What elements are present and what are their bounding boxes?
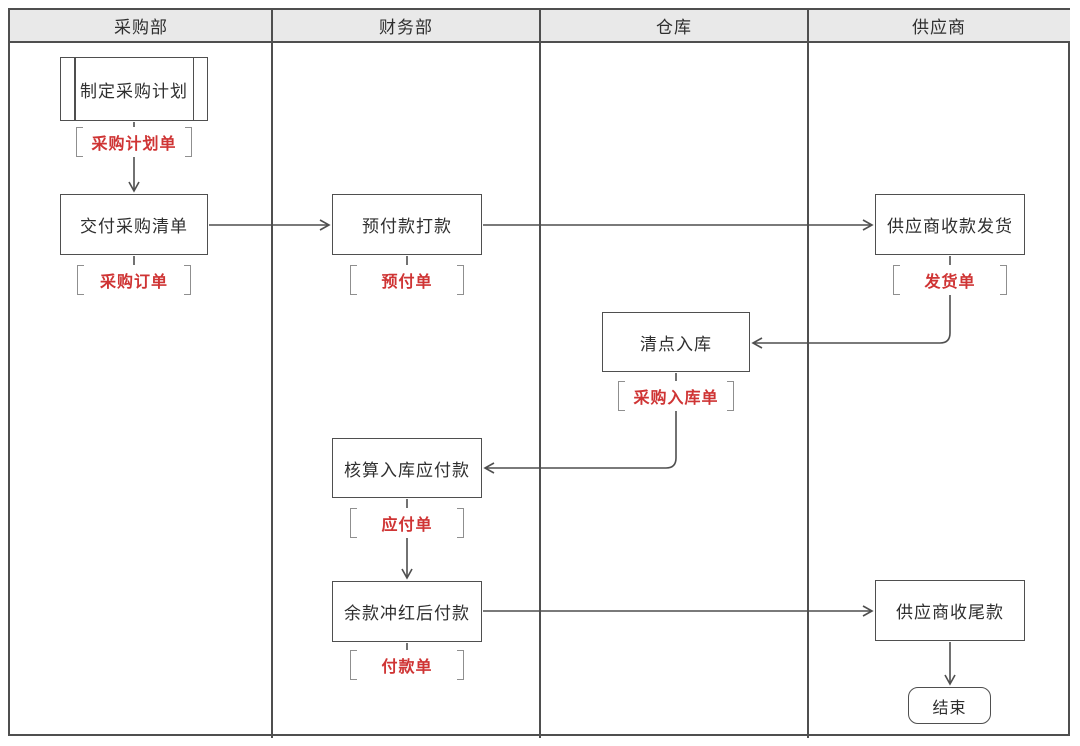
node-prepay-label: 预付款打款 — [362, 217, 452, 236]
bracket-left-icon — [350, 508, 357, 538]
node-end-label: 结束 — [932, 699, 967, 717]
node-make-plan: 制定采购计划 — [60, 57, 208, 121]
node-deliver-list: 交付采购清单 — [60, 194, 208, 255]
doc-label-order: 采购订单 — [77, 265, 191, 295]
node-supplier-ship: 供应商收款发货 — [875, 194, 1025, 255]
doc-label-prepay-text: 预付单 — [381, 274, 433, 291]
node-calc-payable: 核算入库应付款 — [332, 438, 482, 498]
bracket-left-icon — [618, 381, 625, 411]
node-calc-payable-label: 核算入库应付款 — [344, 460, 470, 480]
bracket-right-icon — [457, 650, 464, 680]
bracket-right-icon — [727, 381, 734, 411]
bracket-right-icon — [184, 265, 191, 295]
lane-header-supplier: 供应商 — [912, 18, 966, 37]
node-final-payment-label: 余款冲红后付款 — [344, 604, 470, 623]
doc-label-plan: 采购计划单 — [76, 127, 192, 157]
doc-label-inbound: 采购入库单 — [618, 381, 734, 411]
predefined-bar-left — [74, 58, 76, 120]
doc-label-ship: 发货单 — [893, 265, 1007, 295]
bracket-left-icon — [77, 265, 84, 295]
bracket-right-icon — [457, 265, 464, 295]
node-end: 结束 — [908, 687, 991, 724]
lane-divider-2 — [539, 8, 541, 738]
bracket-right-icon — [457, 508, 464, 538]
predefined-bar-right — [192, 58, 194, 120]
lane-divider-1 — [271, 8, 273, 738]
doc-label-payment: 付款单 — [350, 650, 464, 680]
lane-header-purchasing: 采购部 — [114, 18, 168, 37]
connector-inbound-to-payable — [483, 373, 677, 474]
doc-label-prepay: 预付单 — [350, 265, 464, 295]
doc-label-order-text: 采购订单 — [99, 274, 168, 291]
node-inventory-in-label: 清点入库 — [640, 334, 712, 354]
node-inventory-in: 清点入库 — [602, 312, 750, 372]
bracket-right-icon — [185, 127, 192, 157]
node-supplier-final: 供应商收尾款 — [875, 580, 1025, 641]
lane-header-finance: 财务部 — [379, 18, 433, 37]
bracket-right-icon — [1000, 265, 1007, 295]
doc-label-ship-text: 发货单 — [924, 274, 976, 291]
node-make-plan-label: 制定采购计划 — [80, 81, 188, 101]
node-deliver-list-label: 交付采购清单 — [80, 217, 188, 236]
node-prepay: 预付款打款 — [332, 194, 482, 255]
doc-label-payable-text: 应付单 — [381, 517, 433, 534]
lane-divider-3 — [807, 8, 809, 738]
doc-label-payable: 应付单 — [350, 508, 464, 538]
lane-header-warehouse: 仓库 — [656, 18, 692, 37]
node-supplier-final-label: 供应商收尾款 — [896, 603, 1004, 622]
bracket-left-icon — [350, 265, 357, 295]
connector-ship-to-inventory — [751, 256, 951, 349]
node-final-payment: 余款冲红后付款 — [332, 581, 482, 642]
doc-label-payment-text: 付款单 — [381, 659, 433, 676]
bracket-left-icon — [350, 650, 357, 680]
doc-label-inbound-text: 采购入库单 — [633, 390, 719, 407]
node-supplier-ship-label: 供应商收款发货 — [887, 217, 1013, 236]
bracket-left-icon — [893, 265, 900, 295]
doc-label-plan-text: 采购计划单 — [91, 136, 177, 153]
bracket-left-icon — [76, 127, 83, 157]
